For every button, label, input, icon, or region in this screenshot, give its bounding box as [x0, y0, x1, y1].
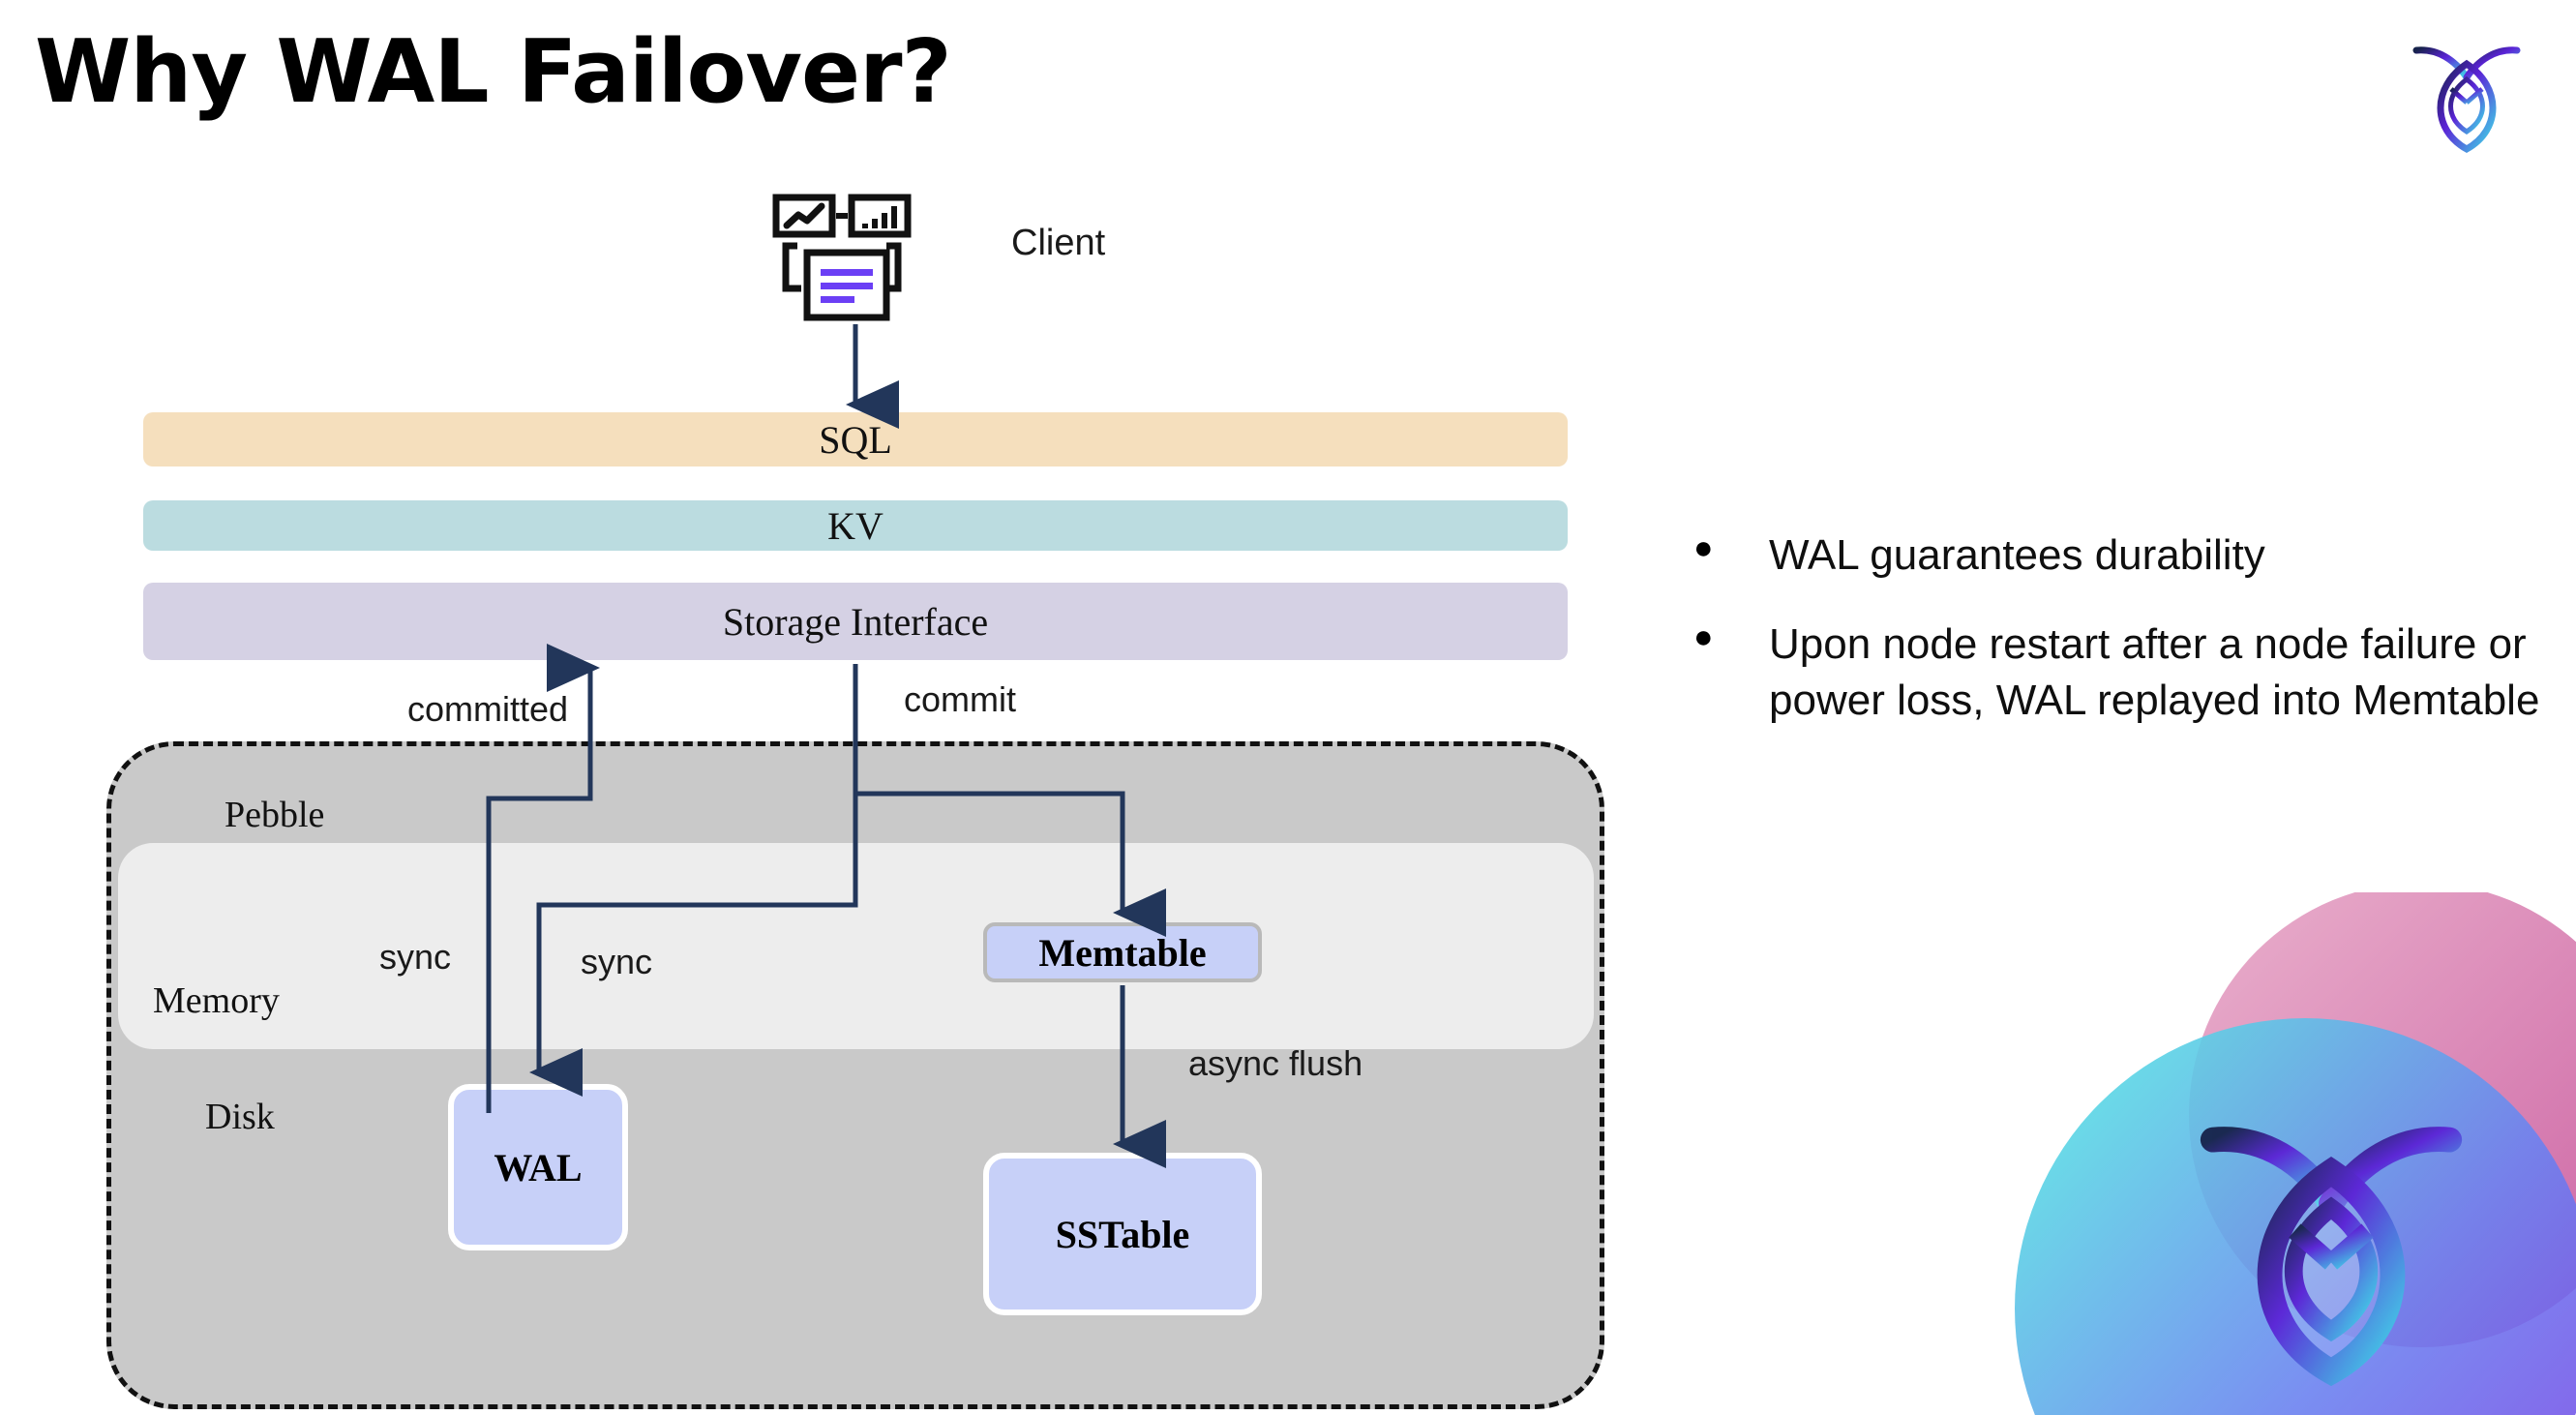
node-wal: WAL [448, 1084, 628, 1250]
page-title: Why WAL Failover? [35, 21, 952, 123]
memory-label: Memory [153, 980, 280, 1021]
disk-label: Disk [205, 1097, 275, 1137]
edge-label-async-flush: async flush [1188, 1043, 1363, 1083]
node-label-sstable: SSTable [1055, 1212, 1190, 1256]
bullet-marker-icon: ● [1693, 529, 1714, 566]
node-label-memtable: Memtable [1038, 930, 1207, 975]
memory-region [118, 843, 1594, 1049]
layer-label-storage-interface: Storage Interface [722, 599, 989, 644]
layer-label-sql: SQL [819, 417, 892, 462]
layer-bar-sql: SQL [143, 412, 1568, 467]
node-memtable: Memtable [983, 922, 1262, 982]
corner-gradient-decoration [1918, 883, 2576, 1415]
list-item: ● WAL guarantees durability [1693, 527, 2545, 584]
bullet-text: Upon node restart after a node failure o… [1769, 620, 2540, 725]
pebble-container [106, 741, 1604, 1409]
client-label: Client [1011, 223, 1106, 263]
edge-label-commit: commit [904, 679, 1016, 719]
cockroachdb-logo [2409, 35, 2525, 154]
pebble-label: Pebble [225, 795, 325, 835]
bullet-list: ● WAL guarantees durability ● Upon node … [1693, 527, 2545, 762]
edge-label-sync-left: sync [379, 937, 452, 977]
bullet-text: WAL guarantees durability [1769, 531, 2265, 579]
client-dashboard-icon [772, 194, 927, 329]
node-sstable: SSTable [983, 1153, 1262, 1315]
edge-label-sync-right: sync [581, 942, 653, 981]
architecture-diagram: Pebble Memory Disk SQL KV Storage Interf… [106, 194, 1604, 1409]
list-item: ● Upon node restart after a node failure… [1693, 617, 2545, 729]
edge-label-committed: committed [407, 689, 569, 729]
layer-label-kv: KV [827, 503, 884, 548]
layer-bar-storage-interface: Storage Interface [143, 583, 1568, 660]
node-label-wal: WAL [494, 1145, 583, 1189]
bullet-marker-icon: ● [1693, 618, 1714, 656]
layer-bar-kv: KV [143, 500, 1568, 551]
